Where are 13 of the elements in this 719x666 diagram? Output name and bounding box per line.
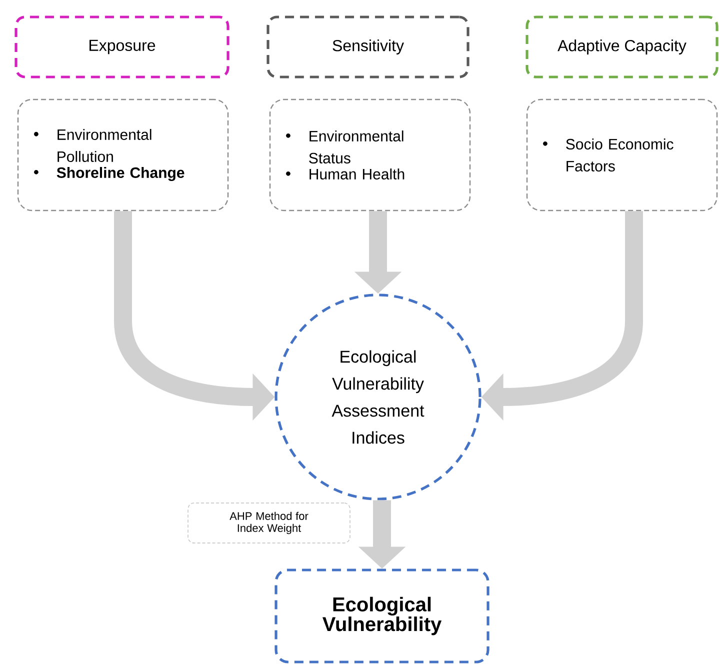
category-box: Adaptive Capacity (526, 16, 718, 78)
list-text: Environmental Status (309, 130, 404, 164)
list-text: Environmental Pollution (58, 128, 152, 162)
list-text: Shoreline Change (56, 166, 184, 182)
result-box: Ecological Vulnerability (274, 568, 490, 664)
indicator-box (526, 98, 718, 212)
list-text: Socio Economic Factors (566, 138, 674, 172)
indicator-box (269, 98, 471, 212)
method-note-box: AHP Method for Index Weight (188, 502, 350, 544)
list-text: Human Health (310, 168, 404, 180)
indicator-box (17, 98, 229, 212)
category-box: Exposure (14, 16, 230, 78)
category-box: Sensitivity (266, 16, 470, 78)
